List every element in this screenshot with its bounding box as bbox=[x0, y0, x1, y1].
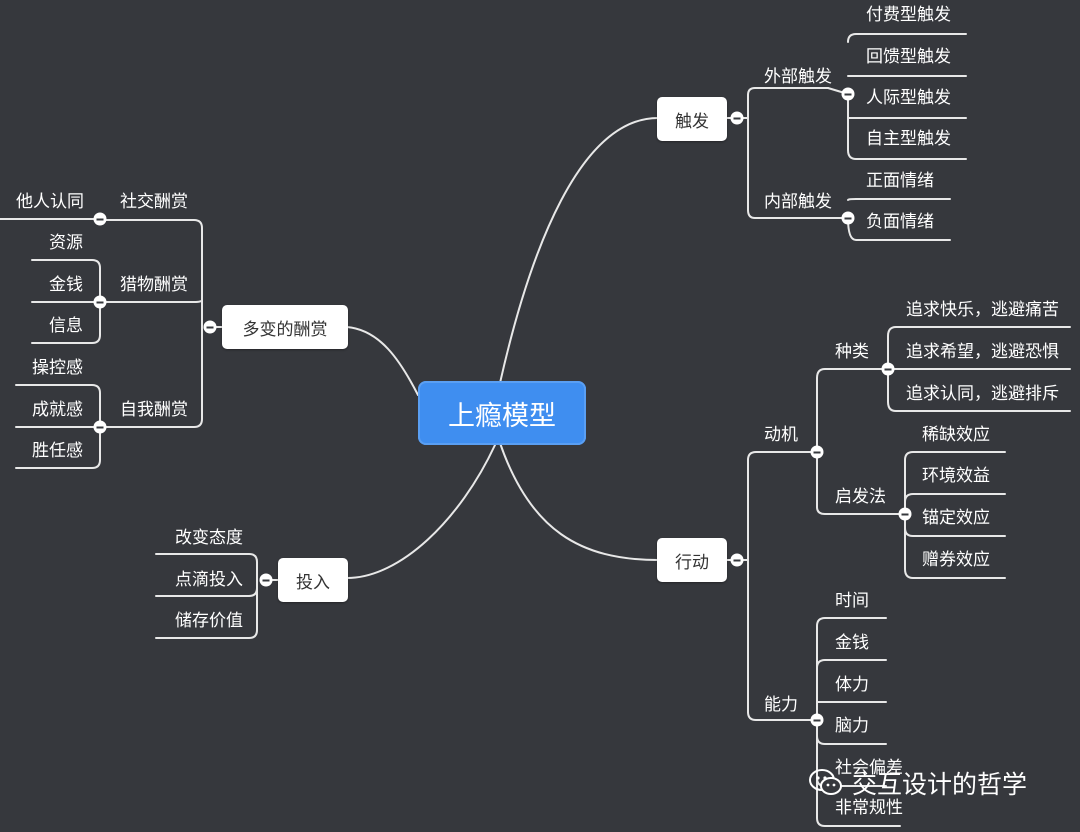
leaf-label[interactable]: 他人认同 bbox=[16, 192, 84, 212]
watermark: 交互设计的哲学 bbox=[808, 766, 1027, 800]
collapse-button[interactable] bbox=[898, 507, 912, 521]
leaf-label[interactable]: 追求认同，逃避排斥 bbox=[906, 384, 1059, 404]
wechat-icon bbox=[809, 769, 842, 795]
action-node[interactable]: 行动 bbox=[657, 538, 727, 582]
collapse-button[interactable] bbox=[881, 362, 895, 376]
leaf-label[interactable]: 追求希望，逃避恐惧 bbox=[906, 342, 1059, 362]
collapse-button[interactable] bbox=[93, 295, 107, 309]
root-node[interactable]: 上瘾模型 bbox=[418, 381, 586, 445]
self-reward-label[interactable]: 自我酬赏 bbox=[120, 400, 188, 420]
leaf-label[interactable]: 成就感 bbox=[32, 400, 83, 420]
leaf-label[interactable]: 脑力 bbox=[835, 716, 869, 736]
watermark-text: 交互设计的哲学 bbox=[852, 770, 1028, 799]
leaf-label[interactable]: 时间 bbox=[835, 591, 869, 611]
collapse-button[interactable] bbox=[810, 445, 824, 459]
leaf-label[interactable]: 金钱 bbox=[49, 275, 83, 295]
leaf-label[interactable]: 赠券效应 bbox=[922, 550, 990, 570]
leaf-label[interactable]: 胜任感 bbox=[32, 441, 83, 461]
collapse-button[interactable] bbox=[93, 212, 107, 226]
kinds-label[interactable]: 种类 bbox=[835, 342, 869, 362]
leaf-label[interactable]: 信息 bbox=[49, 316, 83, 336]
leaf-label[interactable]: 金钱 bbox=[835, 633, 869, 653]
ability-label[interactable]: 能力 bbox=[764, 695, 798, 715]
collapse-button[interactable] bbox=[841, 211, 855, 225]
trigger-node[interactable]: 触发 bbox=[657, 97, 727, 141]
leaf-label[interactable]: 追求快乐，逃避痛苦 bbox=[906, 300, 1059, 320]
leaf-label[interactable]: 资源 bbox=[49, 233, 83, 253]
collapse-button[interactable] bbox=[259, 573, 273, 587]
motivation-label[interactable]: 动机 bbox=[764, 425, 798, 445]
social-reward-label[interactable]: 社交酬赏 bbox=[120, 192, 188, 212]
leaf-label[interactable]: 正面情绪 bbox=[866, 171, 934, 191]
leaf-label[interactable]: 非常规性 bbox=[835, 798, 903, 818]
leaf-label[interactable]: 回馈型触发 bbox=[866, 47, 951, 67]
leaf-label[interactable]: 锚定效应 bbox=[922, 508, 990, 528]
leaf-label[interactable]: 点滴投入 bbox=[175, 570, 243, 590]
leaf-label[interactable]: 自主型触发 bbox=[866, 129, 951, 149]
collapse-button[interactable] bbox=[810, 713, 824, 727]
leaf-label[interactable]: 稀缺效应 bbox=[922, 425, 990, 445]
heuristics-label[interactable]: 启发法 bbox=[835, 487, 886, 507]
leaf-label[interactable]: 体力 bbox=[835, 675, 869, 695]
collapse-button[interactable] bbox=[730, 553, 744, 567]
leaf-label[interactable]: 环境效益 bbox=[922, 466, 990, 486]
invest-node[interactable]: 投入 bbox=[278, 558, 348, 602]
leaf-label[interactable]: 改变态度 bbox=[175, 528, 243, 548]
leaf-label[interactable]: 社会偏差 bbox=[835, 758, 903, 778]
collapse-button[interactable] bbox=[730, 111, 744, 125]
collapse-button[interactable] bbox=[841, 87, 855, 101]
connector-lines bbox=[0, 33, 1071, 827]
leaf-label[interactable]: 负面情绪 bbox=[866, 212, 934, 232]
leaf-label[interactable]: 付费型触发 bbox=[866, 5, 951, 25]
leaf-label[interactable]: 人际型触发 bbox=[866, 88, 951, 108]
reward-node[interactable]: 多变的酬赏 bbox=[222, 305, 348, 349]
external-trigger-label[interactable]: 外部触发 bbox=[764, 67, 832, 87]
internal-trigger-label[interactable]: 内部触发 bbox=[764, 192, 832, 212]
collapse-button[interactable] bbox=[203, 320, 217, 334]
leaf-label[interactable]: 储存价值 bbox=[175, 611, 243, 631]
leaf-label[interactable]: 操控感 bbox=[32, 358, 83, 378]
collapse-button[interactable] bbox=[93, 420, 107, 434]
hunt-reward-label[interactable]: 猎物酬赏 bbox=[120, 275, 188, 295]
